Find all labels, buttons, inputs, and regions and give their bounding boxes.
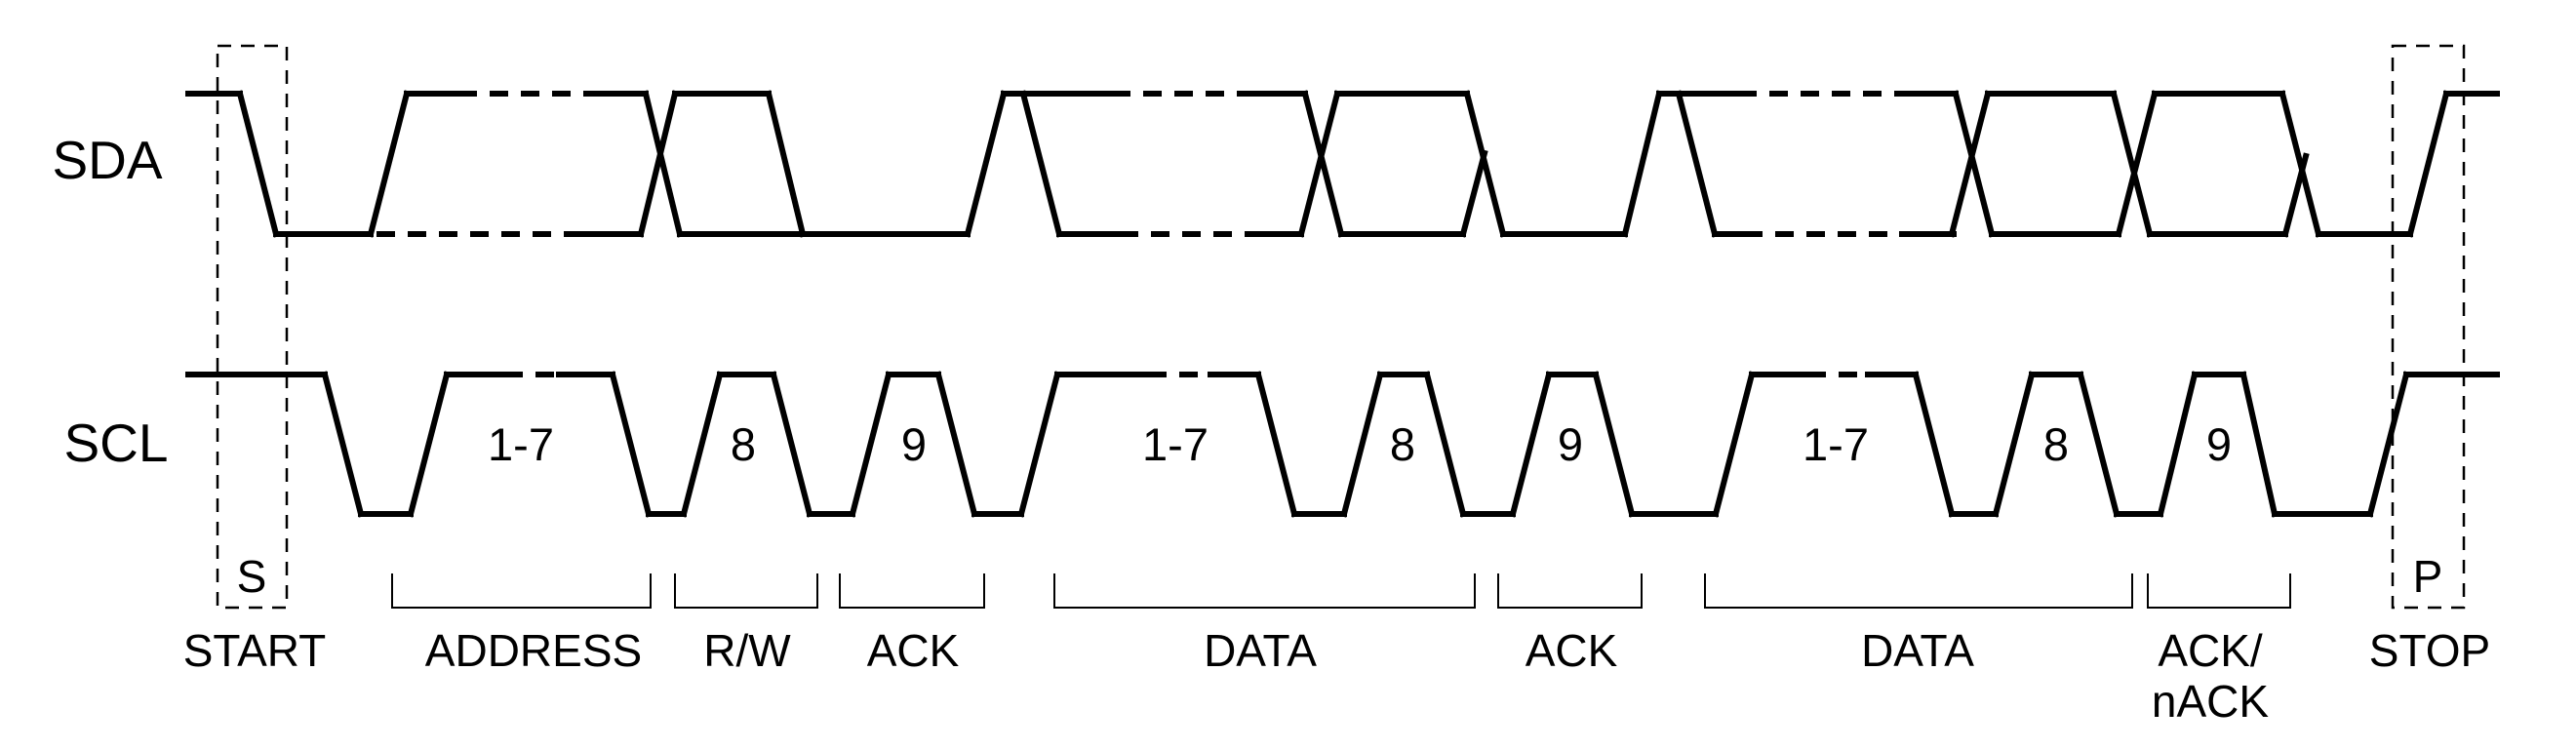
phase-label-ack-nack-line1: ACK/ <box>2158 625 2263 676</box>
clock-pulse-number-6: 1-7 <box>1803 418 1869 470</box>
clock-pulse-number-7: 8 <box>2043 418 2069 470</box>
clock-pulse-number-2: 9 <box>901 418 927 470</box>
phase-bracket-address <box>391 573 652 609</box>
scl-waveform-segment <box>934 371 978 518</box>
scl-waveform-segment <box>1340 371 1384 518</box>
sda-waveform-segment <box>1675 90 1719 238</box>
scl-waveform-segment <box>1592 371 1636 518</box>
clock-pulse-number-3: 1-7 <box>1142 418 1209 470</box>
scl-waveform-segment <box>1509 371 1553 518</box>
phase-label-data: DATA <box>1204 625 1317 676</box>
clock-pulse-number-8: 9 <box>2206 418 2232 470</box>
phase-label-ack-nack-line2: nACK <box>2152 676 2269 727</box>
scl-waveform-segment <box>1712 371 1756 518</box>
scl-waveform-segment <box>1423 371 1467 518</box>
phase-label-data: DATA <box>1861 625 1974 676</box>
stop-condition-box <box>2391 44 2466 610</box>
sda-waveform-segment <box>367 90 411 238</box>
scl-waveform-segment <box>1017 371 1061 518</box>
clock-pulse-number-4: 8 <box>1390 418 1415 470</box>
stop-condition-symbol: P <box>2413 551 2443 602</box>
clock-pulse-number-5: 9 <box>1558 418 1583 470</box>
scl-waveform-segment <box>849 371 892 518</box>
phase-label-r-w: R/W <box>703 625 791 676</box>
phase-label-ack: ACK <box>867 625 960 676</box>
sda-waveform-segment <box>964 90 1008 238</box>
sda-waveform-segment <box>236 90 280 238</box>
clock-pulse-number-1: 8 <box>731 418 756 470</box>
phase-label-ack: ACK <box>1526 625 1618 676</box>
phase-label-start: START <box>183 625 327 676</box>
sda-waveform-segment <box>1297 90 1341 238</box>
scl-waveform-segment <box>407 371 451 518</box>
sda-waveform-segment <box>2110 90 2154 238</box>
scl-waveform-segment <box>2366 371 2410 518</box>
scl-waveform-segment <box>1992 371 2036 518</box>
scl-waveform-segment <box>2239 371 2279 518</box>
clock-pulse-number-0: 1-7 <box>488 418 554 470</box>
sda-waveform-segment <box>1948 90 1992 238</box>
sda-waveform-segment <box>1463 90 1507 238</box>
scl-waveform-segment <box>1254 371 1298 518</box>
start-condition-box <box>216 44 289 610</box>
scl-waveform-segment <box>609 371 653 518</box>
sda-waveform-segment <box>1019 90 1063 238</box>
start-condition-symbol: S <box>237 551 267 602</box>
scl-waveform-segment <box>680 371 724 518</box>
sda-waveform-segment <box>765 90 807 238</box>
sda-waveform-segment <box>1459 149 1488 238</box>
sda-waveform-segment <box>2281 152 2310 238</box>
sda-waveform-segment <box>637 90 679 238</box>
phase-label-stop: STOP <box>2369 625 2490 676</box>
phase-bracket-ack-nack <box>2147 573 2291 609</box>
phase-bracket-r-w <box>674 573 818 609</box>
sda-waveform-segment <box>642 90 684 238</box>
scl-signal-label: SCL <box>64 413 169 473</box>
sda-waveform-segment <box>2406 90 2450 238</box>
sda-signal-label: SDA <box>52 130 162 190</box>
sda-waveform-segment <box>1952 90 1996 238</box>
phase-bracket-data <box>1053 573 1476 609</box>
sda-waveform-segment <box>2115 90 2159 238</box>
phase-bracket-data <box>1704 573 2133 609</box>
sda-waveform-segment <box>1301 90 1345 238</box>
phase-bracket-ack <box>1497 573 1643 609</box>
phase-bracket-ack <box>839 573 985 609</box>
phase-label-address: ADDRESS <box>425 625 642 676</box>
scl-waveform-segment <box>770 371 813 518</box>
scl-waveform-segment <box>1912 371 1956 518</box>
scl-waveform-segment <box>321 371 365 518</box>
sda-waveform-segment <box>1621 90 1663 238</box>
sda-waveform-segment <box>2279 90 2322 238</box>
scl-waveform-segment <box>2077 371 2120 518</box>
scl-waveform-segment <box>2157 371 2199 518</box>
